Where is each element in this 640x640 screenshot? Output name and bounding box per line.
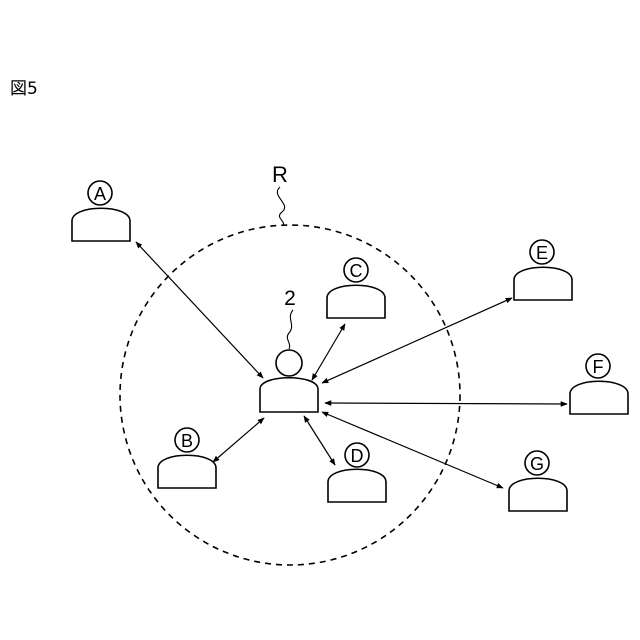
user-e-body (514, 267, 572, 300)
center-user-body (260, 378, 318, 412)
link-f (325, 403, 567, 404)
user-c-body (327, 285, 385, 318)
link-a (136, 242, 263, 378)
user-a-body (72, 208, 130, 241)
user-e-label: E (536, 243, 548, 263)
user-a: A (72, 181, 130, 241)
user-b-label: B (181, 431, 193, 451)
center-user-head (276, 350, 302, 376)
user-d-label: D (351, 446, 364, 466)
user-f-body (570, 381, 628, 414)
range-label: R (272, 162, 288, 187)
user-g-label: G (530, 454, 544, 474)
link-c (312, 324, 345, 380)
user-b-body (158, 455, 216, 488)
center-user-label: 2 (284, 287, 296, 310)
user-c: C (327, 258, 385, 318)
link-d (304, 416, 335, 465)
range-leader-line (277, 187, 284, 226)
user-g: G (509, 451, 567, 511)
link-b (213, 418, 264, 462)
figure-label: 図5 (10, 79, 38, 99)
user-f-label: F (593, 357, 604, 377)
center-user-leader-line (287, 310, 293, 349)
user-a-label: A (94, 184, 106, 204)
user-e: E (514, 240, 572, 300)
center-user-2: 2 (260, 287, 318, 412)
user-c-label: C (350, 261, 363, 281)
user-f: F (570, 354, 628, 414)
user-d: D (328, 443, 386, 502)
user-b: B (158, 428, 216, 488)
user-d-body (328, 469, 386, 502)
user-g-body (509, 478, 567, 511)
